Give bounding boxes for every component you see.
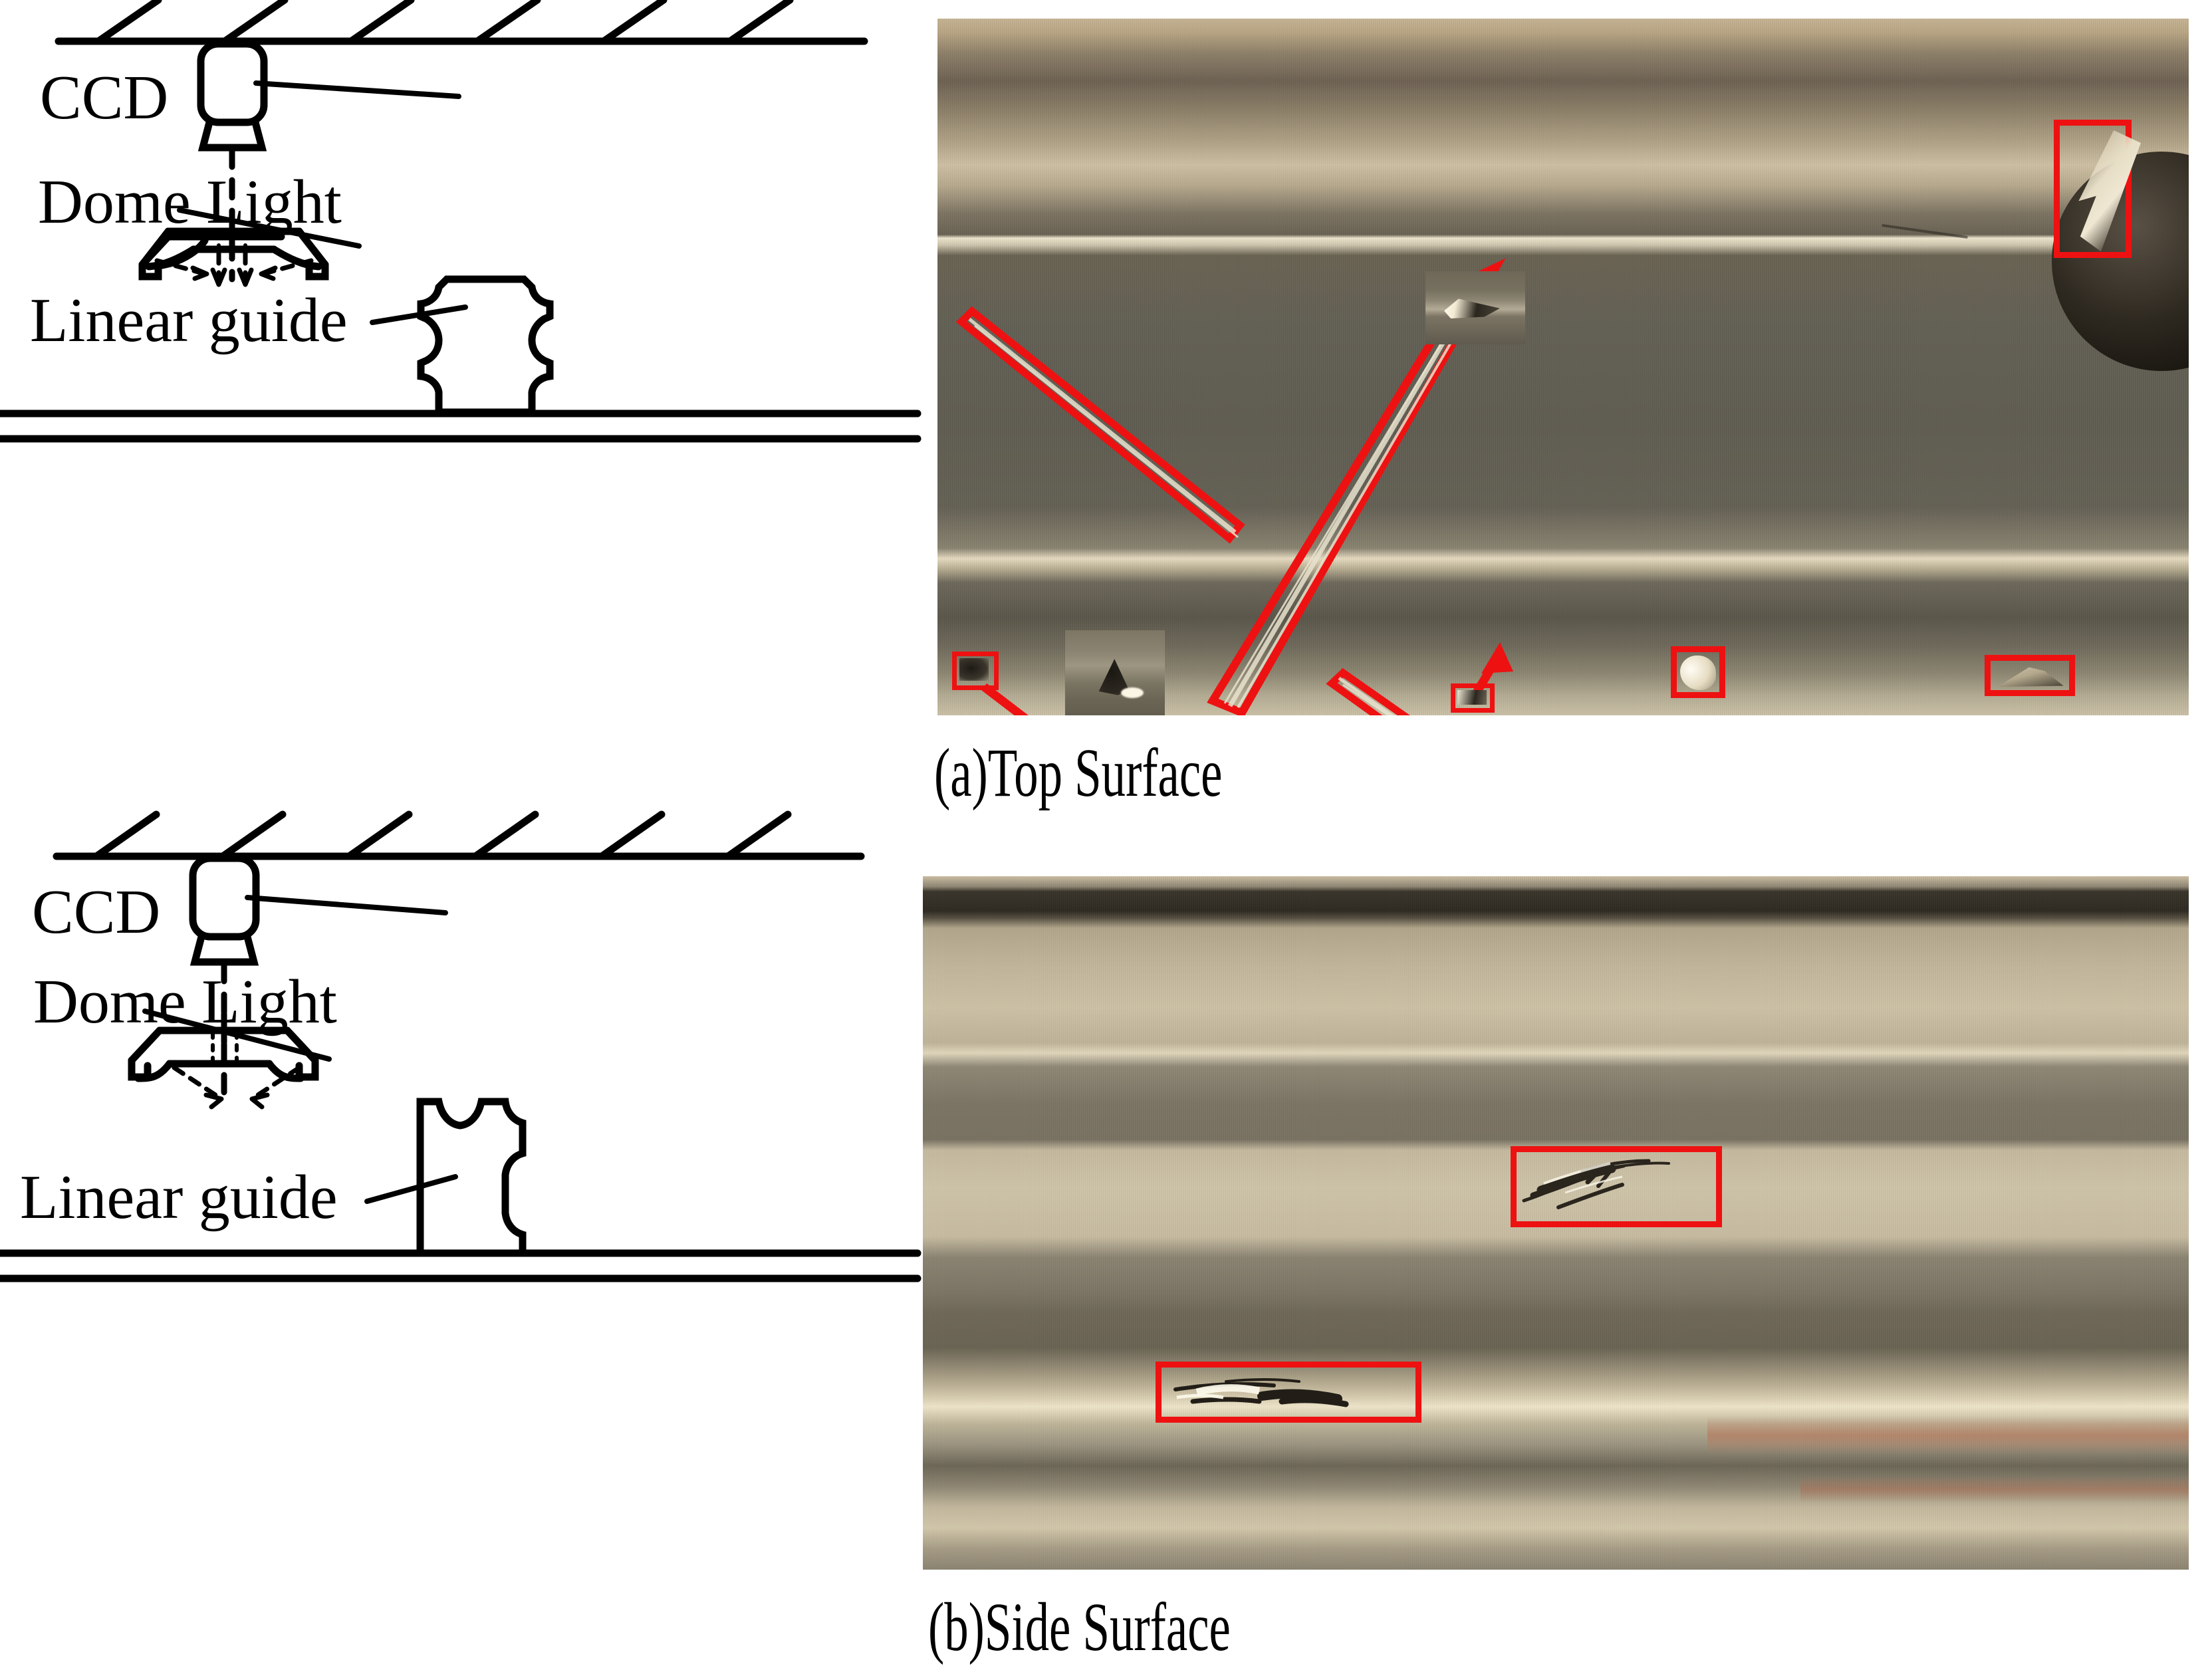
- top-diagram-svg: [0, 0, 922, 443]
- defect-box-pit-left: [952, 652, 999, 690]
- dome-light-leader-line: [142, 1009, 332, 1062]
- defect-bright-blob: [1680, 656, 1716, 690]
- side-surface-caption: (b)Side Surface: [928, 1589, 1231, 1665]
- linear-guide-leader-line: [364, 1174, 458, 1204]
- magnified-inset-middle: [1425, 271, 1525, 344]
- ccd-lens: [189, 933, 259, 966]
- side-diagram-linear-guide-label: Linear guide: [20, 1163, 338, 1232]
- top-diagram-dome-light-label: Dome Light: [38, 168, 342, 237]
- linear-guide-leader-line: [370, 304, 468, 325]
- dome-light-leader-line: [177, 207, 362, 249]
- defect-side-upper-marks: [1522, 1159, 1670, 1209]
- defect-pit-left: [959, 658, 989, 681]
- inset-defect-middle: [1444, 299, 1500, 318]
- defect-box-pit-middle: [1451, 683, 1495, 713]
- light-arrow-head-left: [190, 265, 209, 281]
- linear-guide-rail: [416, 1098, 527, 1257]
- dome-light-left-edge: [138, 227, 172, 269]
- defect-box-wedge-right: [1985, 655, 2075, 696]
- ceiling-hatch: [92, 810, 792, 860]
- defect-box-bright-blob: [1671, 646, 1725, 698]
- ray-dotted: [217, 231, 247, 253]
- side-diagram-ccd-label: CCD: [32, 878, 161, 947]
- defect-side-lower-marks: [1173, 1378, 1349, 1407]
- dome-light-right-curve: [270, 245, 322, 271]
- inset-defect-highlight: [1121, 687, 1144, 698]
- dome-light-left-curve: [145, 245, 197, 271]
- dome-light-left-curve: [134, 1060, 174, 1082]
- ray-arrow-left: [210, 267, 227, 287]
- defect-box-scratch-left: [955, 306, 1245, 544]
- top-surface-caption: (a)Top Surface: [934, 735, 1223, 811]
- ccd-lens: [197, 118, 267, 152]
- warm-band-lower-right: [1707, 1416, 2189, 1455]
- side-inspection-diagram: CCD Dome Light Linear guide: [0, 810, 922, 1645]
- defect-pit-middle: [1457, 690, 1487, 705]
- side-surface-photo: [923, 876, 2189, 1570]
- callout-arrow-head-middle: [1481, 642, 1513, 673]
- light-arrow-head-right: [259, 265, 278, 281]
- callout-arrow-line-lower: [981, 683, 1029, 715]
- side-diagram-svg: [0, 810, 922, 1282]
- linear-guide-rail: [417, 275, 554, 416]
- dome-light-right-wing: [295, 1056, 319, 1081]
- top-inspection-diagram: CCD Dome Light Linear guide: [0, 0, 922, 758]
- defect-box-side-lower: [1156, 1362, 1421, 1423]
- top-surface-metal-texture: [937, 19, 2189, 715]
- magnified-inset-lower-left: [1065, 630, 1165, 715]
- side-light-arrow-head-right: [249, 1092, 270, 1110]
- defect-box-gouge-bearing: [2054, 120, 2132, 258]
- side-light-arrows: [172, 1065, 302, 1099]
- top-diagram-ccd-label: CCD: [40, 63, 169, 132]
- side-light-arrow-head-left: [203, 1092, 224, 1110]
- dome-light-right-wing: [305, 261, 329, 281]
- top-surface-photo: [937, 19, 2189, 715]
- side-diagram-dome-light-label: Dome Light: [33, 967, 337, 1036]
- top-surface-defect-overlay: [955, 258, 1513, 715]
- dome-light-left-edge: [128, 1026, 164, 1064]
- defect-box-scratch-short: [1326, 667, 1410, 715]
- ccd-leader-line: [245, 895, 448, 915]
- ray-dashed-down: [216, 249, 248, 281]
- warm-band-lower-right-2: [1800, 1476, 2189, 1502]
- ceiling-hatch: [94, 0, 794, 45]
- ccd-leader-line: [253, 80, 461, 99]
- defect-box-side-upper: [1511, 1146, 1722, 1227]
- top-diagram-linear-guide-label: Linear guide: [30, 286, 348, 355]
- ray-arrow-right: [237, 267, 254, 287]
